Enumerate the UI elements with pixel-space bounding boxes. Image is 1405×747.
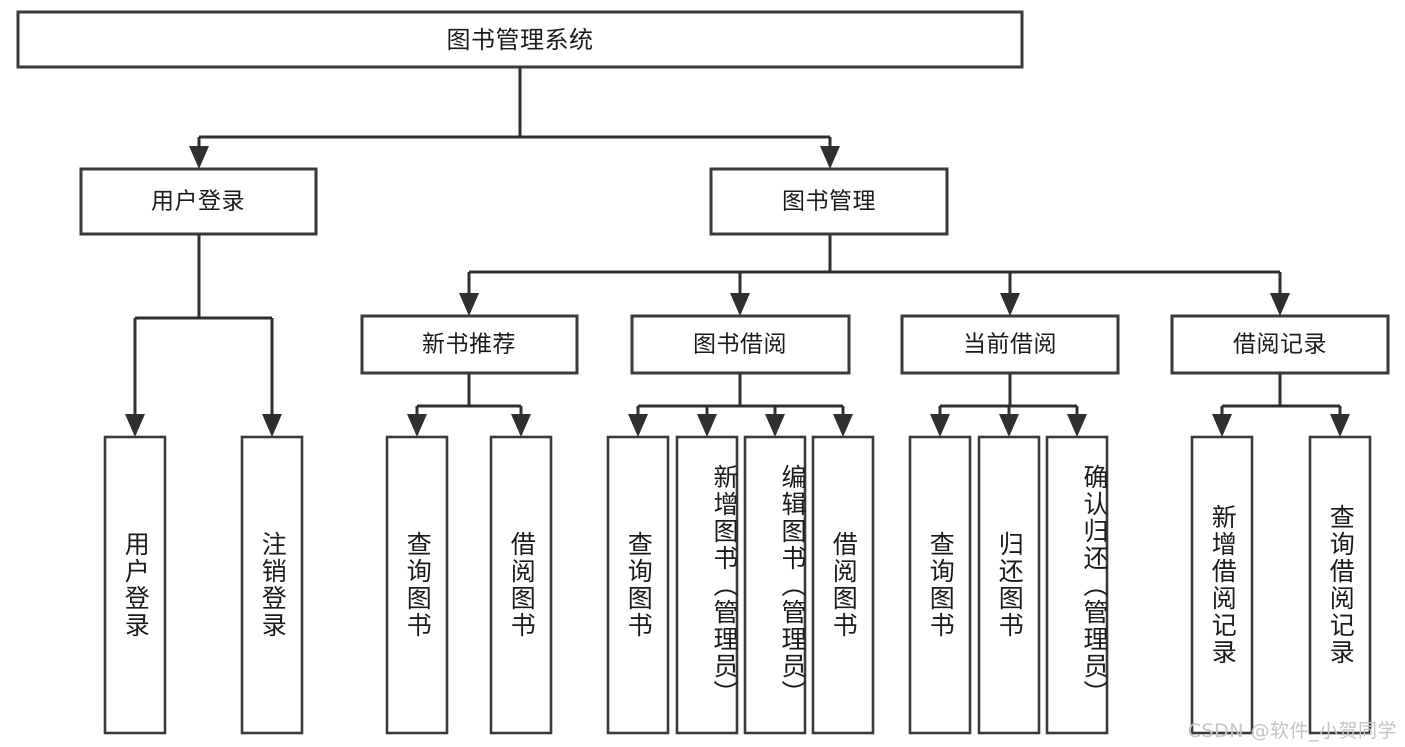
connector-userlogin-to-leaves xyxy=(125,234,282,437)
leaf-boxes-current-borrow xyxy=(908,435,1109,735)
arrow-head-leaf-cb-1 xyxy=(930,414,950,437)
arrow-head-leaf-bb-1 xyxy=(628,414,648,437)
node-current-borrow-label: 当前借阅 xyxy=(963,332,1057,358)
leaf-box-cb-return-book[interactable] xyxy=(977,435,1041,735)
arrow-head-borrow-record xyxy=(1270,293,1290,316)
leaf-box-nb-query-book[interactable] xyxy=(385,435,449,735)
node-new-book-recommend-box xyxy=(360,314,579,375)
arrow-head-leaf-cb-2 xyxy=(999,414,1019,437)
node-user-login-label: 用户登录 xyxy=(151,189,245,215)
arrow-head-leaf-br-2 xyxy=(1330,414,1350,437)
watermark-text: CSDN @软件_小贺同学 xyxy=(1187,720,1397,742)
node-current-borrow-box xyxy=(900,314,1120,375)
arrow-head-book-manage xyxy=(820,146,840,169)
node-current-borrow[interactable]: 当前借阅 xyxy=(900,314,1120,375)
node-user-login-box xyxy=(79,167,318,236)
node-root-book-management-system[interactable]: 图书管理系统 xyxy=(16,10,1024,69)
arrow-head-current-borrow xyxy=(1000,293,1020,316)
node-book-borrow-box xyxy=(630,314,851,375)
arrow-head-leaf-br-1 xyxy=(1212,414,1232,437)
node-book-borrow-label: 图书借阅 xyxy=(693,332,787,358)
arrow-head-leaf-user-login xyxy=(125,414,145,437)
arrow-head-leaf-nb-2 xyxy=(511,414,531,437)
leaf-boxes-book-borrow xyxy=(606,435,875,735)
connector-borrowrecord-to-leaves xyxy=(1212,373,1350,437)
arrow-head-leaf-bb-3 xyxy=(765,414,785,437)
node-borrow-record-box xyxy=(1170,314,1390,375)
arrow-head-user-login xyxy=(189,146,209,169)
connector-newbook-to-leaves xyxy=(407,373,531,437)
leaf-box-logout[interactable] xyxy=(240,435,304,735)
leaf-boxes-user-login xyxy=(103,435,304,735)
leaf-box-bb-borrow-book[interactable] xyxy=(811,435,875,735)
node-borrow-record-label: 借阅记录 xyxy=(1233,332,1327,358)
connector-root-to-level2 xyxy=(189,67,840,169)
connector-bookborrow-to-leaves xyxy=(628,373,853,437)
node-book-borrow[interactable]: 图书借阅 xyxy=(630,314,851,375)
leaf-box-br-query-record[interactable] xyxy=(1308,435,1372,735)
arrow-head-leaf-logout xyxy=(262,414,282,437)
leaf-box-bb-edit-book[interactable] xyxy=(743,435,807,735)
arrow-head-leaf-nb-1 xyxy=(407,414,427,437)
arrow-head-leaf-bb-2 xyxy=(697,414,717,437)
node-book-management[interactable]: 图书管理 xyxy=(709,167,949,236)
node-root-label: 图书管理系统 xyxy=(447,26,594,54)
node-user-login[interactable]: 用户登录 xyxy=(79,167,318,236)
node-book-management-label: 图书管理 xyxy=(782,189,876,215)
arrow-head-leaf-cb-3 xyxy=(1067,414,1087,437)
leaf-boxes-borrow-record xyxy=(1190,435,1372,735)
leaf-box-bb-query-book[interactable] xyxy=(606,435,670,735)
node-new-book-recommend[interactable]: 新书推荐 xyxy=(360,314,579,375)
node-book-management-box xyxy=(709,167,949,236)
node-new-book-recommend-label: 新书推荐 xyxy=(422,332,516,358)
leaf-box-user-login[interactable] xyxy=(103,435,167,735)
leaf-box-br-add-record[interactable] xyxy=(1190,435,1254,735)
leaf-box-cb-confirm-return[interactable] xyxy=(1045,435,1109,735)
leaf-boxes-new-book-recommend xyxy=(385,435,553,735)
leaf-box-cb-query-book[interactable] xyxy=(908,435,972,735)
leaf-box-bb-add-book[interactable] xyxy=(675,435,739,735)
leaf-box-nb-borrow-book[interactable] xyxy=(489,435,553,735)
arrow-head-new-book xyxy=(459,293,479,316)
arrow-head-book-borrow xyxy=(730,293,750,316)
node-root-box xyxy=(16,10,1024,69)
connector-currentborrow-to-leaves xyxy=(930,373,1087,437)
connector-bookmanage-to-level3 xyxy=(459,234,1290,316)
arrow-head-leaf-bb-4 xyxy=(833,414,853,437)
node-borrow-record[interactable]: 借阅记录 xyxy=(1170,314,1390,375)
